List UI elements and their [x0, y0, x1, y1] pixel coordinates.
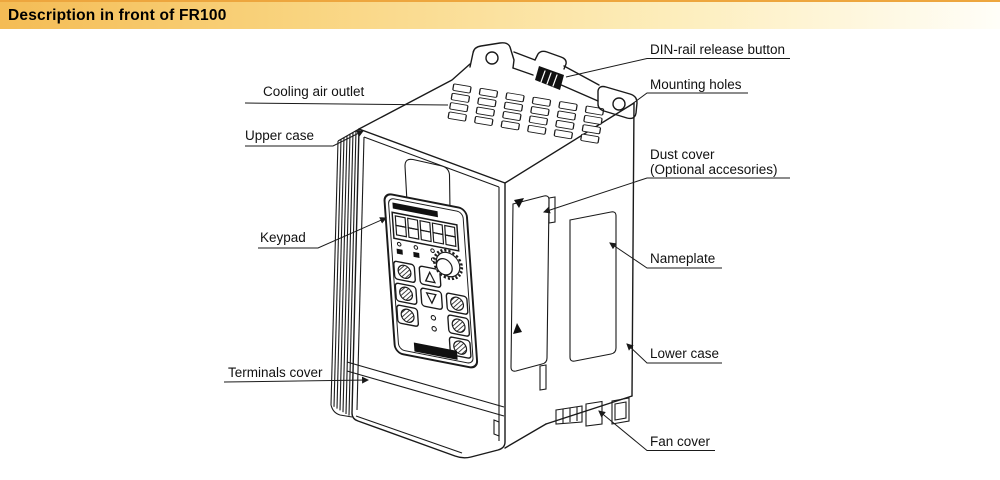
- callout-cooling-air-outlet: Cooling air outlet: [244, 84, 449, 106]
- terminals-cover-lines: [346, 361, 505, 437]
- front-face: [351, 128, 506, 459]
- section-header-bar: Description in front of FR100: [0, 0, 1000, 29]
- potentiometer-knob: [432, 248, 464, 281]
- mf-button-icon: [453, 340, 468, 355]
- callout-dust-cover: Dust cover (Optional accesories): [543, 147, 790, 214]
- callout-fan-cover: Fan cover: [598, 410, 715, 451]
- label-terminals-cover: Terminals cover: [228, 365, 323, 380]
- callouts: DIN-rail release button Mounting holes D…: [223, 42, 790, 451]
- label-keypad: Keypad: [260, 230, 306, 245]
- keypad-model-bar: [413, 342, 458, 360]
- shift-button-icon: [399, 286, 414, 301]
- label-lower-case: Lower case: [650, 346, 719, 361]
- label-nameplate: Nameplate: [650, 251, 715, 266]
- callout-keypad: Keypad: [258, 217, 387, 249]
- keypad-buttons: [393, 260, 472, 359]
- callout-mounting-holes: Mounting holes: [627, 77, 748, 108]
- label-mounting-holes: Mounting holes: [650, 77, 742, 92]
- label-dust-cover-note: (Optional accesories): [650, 162, 778, 177]
- page-title: Description in front of FR100: [8, 6, 227, 24]
- heatsink-ribs: [330, 128, 360, 418]
- device-line-art: [330, 42, 638, 459]
- callout-nameplate: Nameplate: [609, 242, 722, 269]
- seven-segment-display: [391, 211, 460, 252]
- prg-button-icon: [397, 264, 412, 280]
- stop-button-icon: [451, 318, 466, 333]
- callout-din-rail: DIN-rail release button: [565, 42, 790, 78]
- keypad-hook-recess: [404, 158, 451, 211]
- top-edges: [358, 63, 471, 130]
- keypad-graphic: [383, 193, 479, 369]
- callout-lower-case: Lower case: [626, 343, 722, 364]
- label-upper-case: Upper case: [245, 128, 314, 143]
- fan-cover-tabs: [555, 397, 630, 427]
- enter-button-icon: [450, 296, 465, 311]
- keypad-brand-bar: [392, 202, 438, 218]
- dust-cover: [510, 195, 556, 391]
- callout-terminals-cover: Terminals cover: [223, 365, 370, 384]
- label-cooling-air-outlet: Cooling air outlet: [263, 84, 365, 99]
- label-fan-cover: Fan cover: [650, 434, 711, 449]
- up-arrow-button-icon: [424, 270, 437, 284]
- label-din-rail-release-button: DIN-rail release button: [650, 42, 785, 57]
- din-rail-bracket: [469, 42, 638, 120]
- down-arrow-button-icon: [425, 291, 437, 305]
- front-face-inner-border: [355, 136, 500, 454]
- label-dust-cover: Dust cover: [650, 147, 715, 162]
- run-button-icon: [400, 308, 415, 323]
- mounting-hole-right: [612, 97, 626, 111]
- callout-upper-case: Upper case: [245, 128, 364, 147]
- status-led-indicators: [396, 241, 436, 263]
- nameplate-plate: [569, 211, 617, 362]
- top-right-edge: [504, 102, 635, 184]
- mounting-hole-left: [485, 51, 499, 65]
